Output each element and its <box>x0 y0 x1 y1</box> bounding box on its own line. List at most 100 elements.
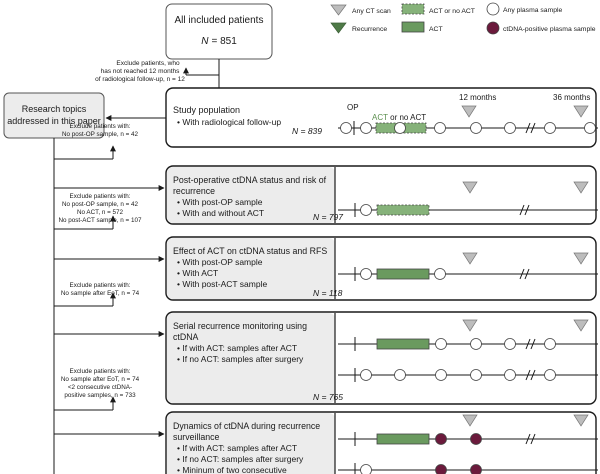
timeline-break-mark <box>524 268 530 280</box>
ct-scan-icon <box>462 414 478 427</box>
ct-scan-icon <box>462 319 478 332</box>
legend-plasma-label: Any plasma sample <box>503 7 563 14</box>
plasma-sample-icon <box>504 122 516 134</box>
all-patients-n: N= 851 <box>201 36 237 47</box>
topic-row: Exclude patients with:No post-OP sample,… <box>54 193 598 301</box>
exclusion-text: No post-ACT sample, n = 107 <box>58 217 142 224</box>
ctdna-positive-sample-icon <box>470 464 482 474</box>
plasma-sample-icon <box>434 122 446 134</box>
legend-act-icon <box>401 21 425 33</box>
topic-panel <box>167 238 335 299</box>
ct-scan-icon <box>573 414 589 427</box>
exclusion-text: No sample after EoT, n = 74 <box>61 290 140 297</box>
topic-timeline <box>338 252 598 281</box>
plasma-sample-icon <box>394 122 406 134</box>
topic-n: N = 118 <box>313 288 343 298</box>
legend-recurrence-label: Recurrence <box>352 26 387 33</box>
exclusion-text: No sample after EoT, n = 74 <box>61 376 140 383</box>
topic-title: recurrence <box>173 186 215 196</box>
legend-ct-label: Any CT scan <box>352 8 391 15</box>
topic-bullet: • With ACT <box>177 268 218 278</box>
plasma-sample-icon <box>340 122 352 134</box>
topic-bullet: • If no ACT: samples after surgery <box>177 454 304 464</box>
exclusion-text: No ACT, n = 572 <box>77 209 124 216</box>
topic-title: surveillance <box>173 432 220 442</box>
plasma-sample-icon <box>504 369 516 381</box>
legend-ct-icon <box>330 4 347 16</box>
topic-bullet: • If no ACT: samples after surgery <box>177 354 304 364</box>
legend: Any CT scan Recurrence ACT or no ACT ACT… <box>330 2 596 35</box>
exclusion-text: No post-OP sample, n = 42 <box>62 201 139 208</box>
topic-timeline <box>338 181 598 217</box>
topic-bullet: • If with ACT: samples after ACT <box>177 443 297 453</box>
topic-bullet: • Mininum of two consecutive <box>177 465 287 474</box>
topic-row: Exclude patients with:No post-OP sample,… <box>54 123 598 225</box>
plasma-sample-icon <box>360 369 372 381</box>
plasma-sample-icon <box>470 338 482 350</box>
plasma-sample-icon <box>394 369 406 381</box>
exclusion-text: Exclude patients with: <box>70 368 131 375</box>
research-topics-line1: Research topics <box>22 104 87 114</box>
legend-ctdna-positive-label: ctDNA-positive plasma sample <box>503 26 596 33</box>
plasma-sample-icon <box>470 122 482 134</box>
exclusion-text: No post-OP sample, n = 42 <box>62 131 139 138</box>
timeline-break-mark <box>525 122 531 134</box>
timeline-break-mark <box>525 433 531 445</box>
study-population-n: N = 839 <box>292 126 322 136</box>
plasma-sample-icon <box>504 338 516 350</box>
ct-scan-icon <box>573 252 589 265</box>
topic-title: ctDNA <box>173 332 199 342</box>
timeline-break-mark <box>530 369 536 381</box>
topic-title: Effect of ACT on ctDNA status and RFS <box>173 246 327 256</box>
topic-panel <box>167 413 335 474</box>
legend-act-or-no-act-icon <box>401 3 425 15</box>
topic-panel <box>167 313 335 403</box>
plasma-sample-icon <box>435 369 447 381</box>
ct-scan-icon <box>461 105 477 118</box>
all-patients-box <box>165 3 273 60</box>
plasma-sample-icon <box>544 122 556 134</box>
act-bar <box>376 338 430 350</box>
study-population-bullet: • With radiological follow-up <box>177 117 281 127</box>
act-bar <box>376 268 430 280</box>
timeline-break-mark <box>524 204 530 216</box>
ct-scan-icon <box>462 252 478 265</box>
exclusion-text: Exclude patients with: <box>70 193 131 200</box>
study-population-box <box>165 87 597 148</box>
legend-ctdna-positive-icon <box>486 21 500 35</box>
topic-rows: Exclude patients with:No post-OP sample,… <box>54 123 598 474</box>
plasma-sample-icon <box>434 268 446 280</box>
topic-bullet: • With post-OP sample <box>177 197 263 207</box>
plasma-sample-icon <box>360 464 372 474</box>
study-population-36-months: 36 months <box>553 93 590 102</box>
ctdna-positive-sample-icon <box>435 464 447 474</box>
timeline-break-mark <box>519 268 525 280</box>
exclusion-text: Exclude patients with: <box>70 123 131 130</box>
exclusion-top-line1: Exclude patients, who <box>116 60 180 67</box>
legend-act-or-no-act-label: ACT or no ACT <box>429 8 475 15</box>
ct-scan-icon <box>573 181 589 194</box>
topic-timeline <box>338 414 598 474</box>
topic-bullet: • With post-OP sample <box>177 257 263 267</box>
study-population-12-months: 12 months <box>459 93 496 102</box>
topic-bullet: • With post-ACT sample <box>177 279 267 289</box>
legend-recurrence-icon <box>330 22 347 34</box>
plasma-sample-icon <box>584 122 596 134</box>
act-bar <box>376 433 430 445</box>
ctdna-positive-sample-icon <box>435 433 447 445</box>
topic-title: Post-operative ctDNA status and risk of <box>173 175 327 185</box>
topic-bullet: • If with ACT: samples after ACT <box>177 343 297 353</box>
topic-n: N = 797 <box>313 212 343 222</box>
plasma-sample-icon <box>544 338 556 350</box>
timeline-break-mark <box>519 204 525 216</box>
plasma-sample-icon <box>544 369 556 381</box>
plasma-sample-icon <box>360 268 372 280</box>
timeline-break-mark <box>525 369 531 381</box>
plasma-sample-icon <box>360 122 372 134</box>
legend-plasma-icon <box>486 2 500 16</box>
plasma-sample-icon <box>360 204 372 216</box>
timeline-break-mark <box>525 338 531 350</box>
